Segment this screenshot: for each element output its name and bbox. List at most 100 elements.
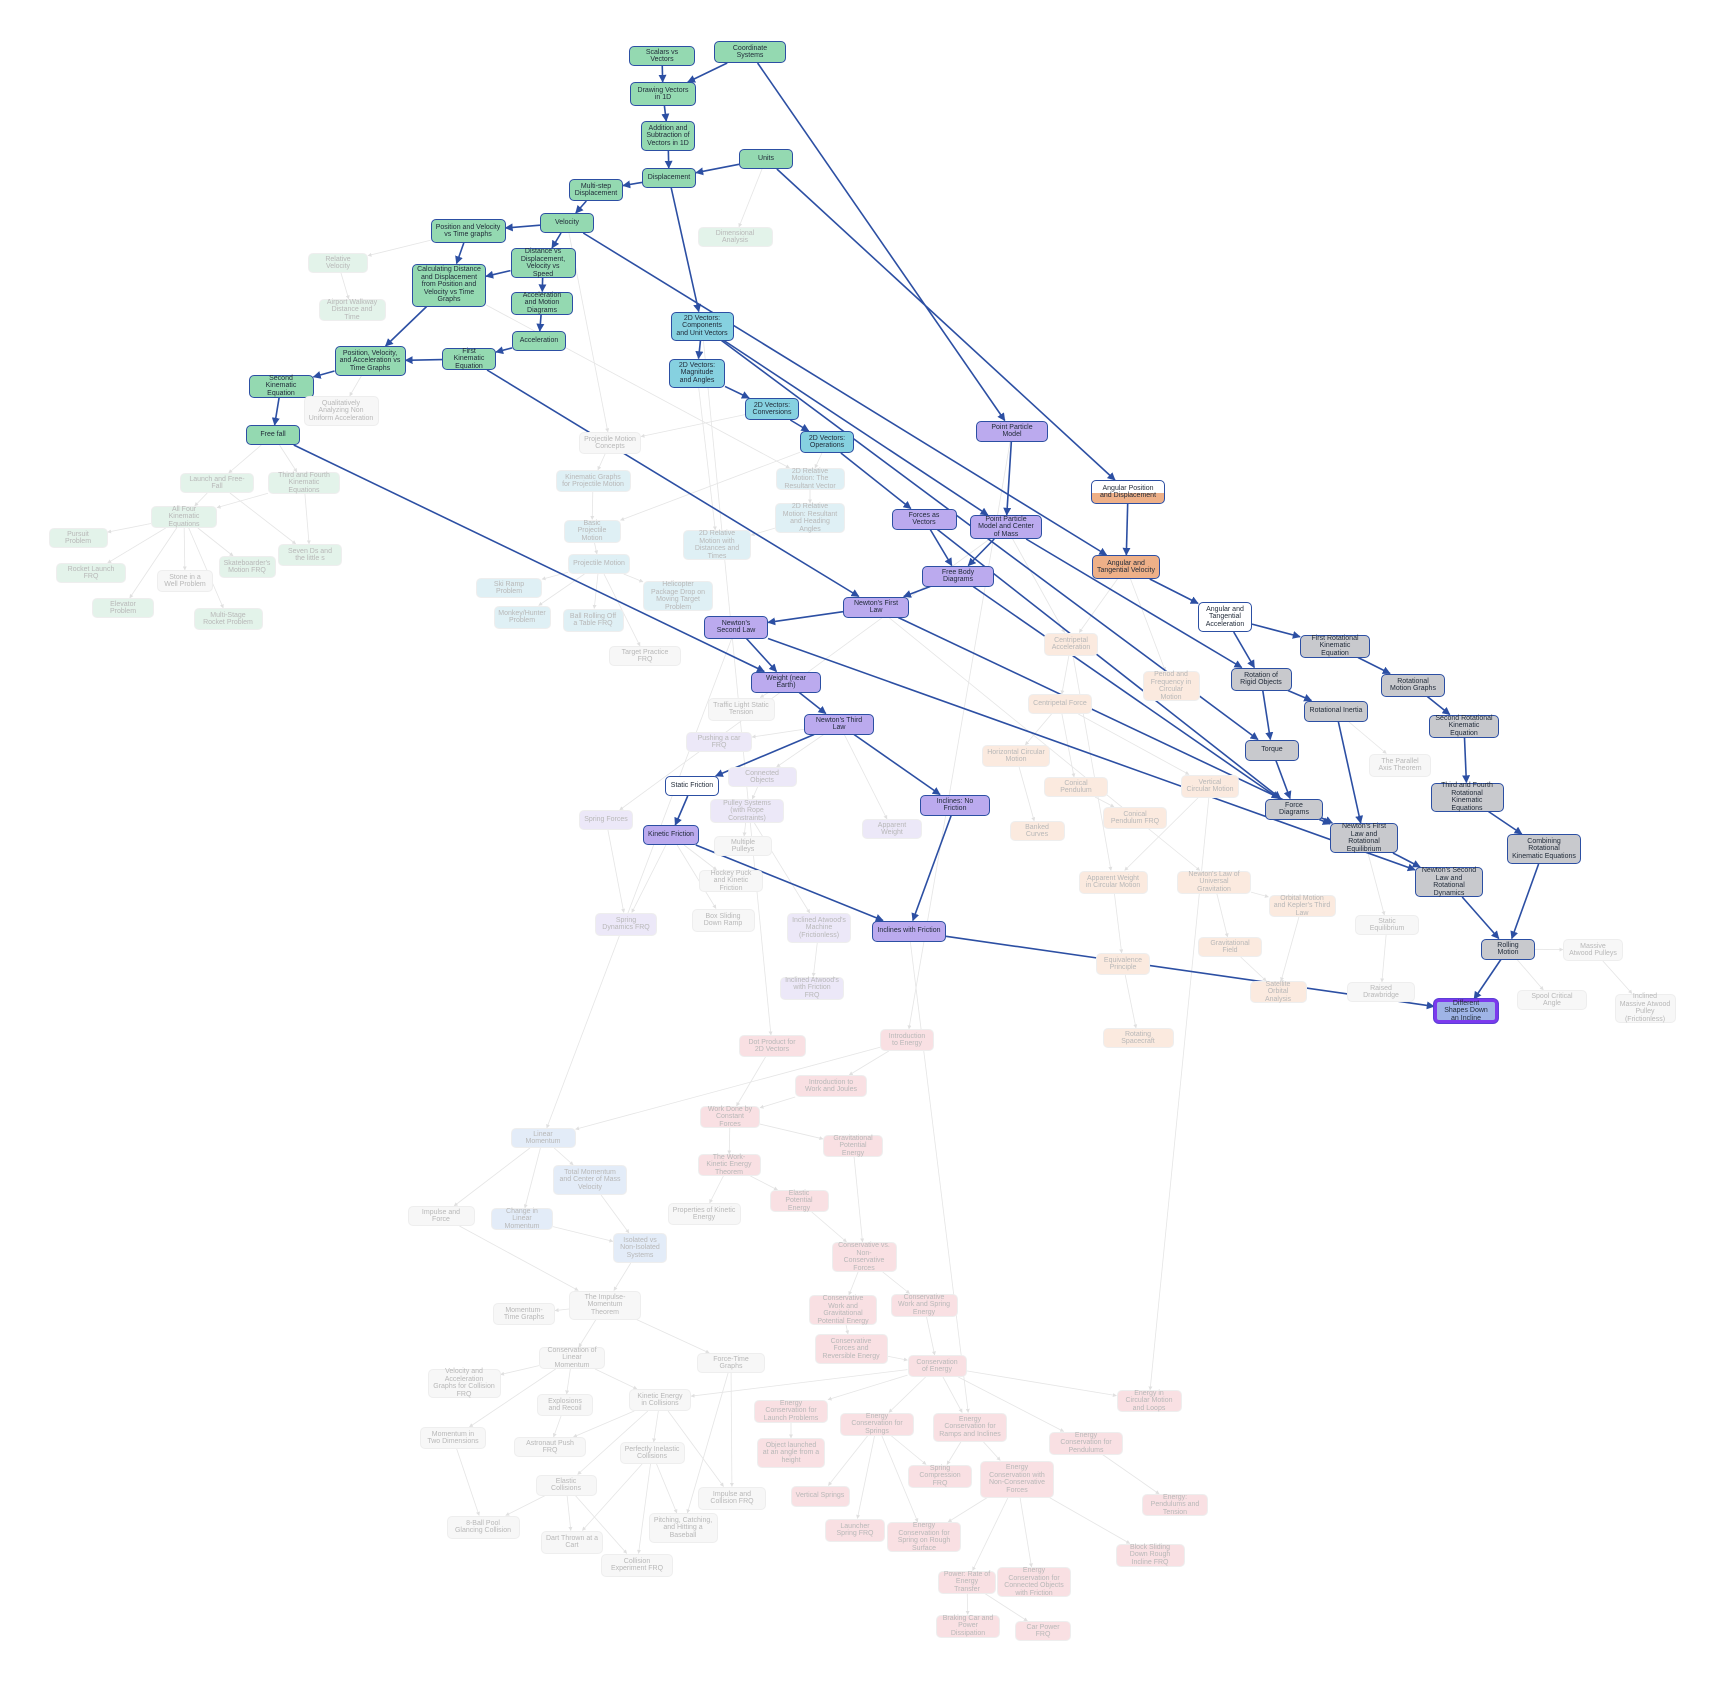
concept-node-sevends[interactable]: Seven Ds and the little s — [278, 544, 342, 566]
concept-node-changemom[interactable]: Change in Linear Momentum — [491, 1208, 553, 1230]
concept-node-inclnofric[interactable]: Inclines: No Friction — [920, 794, 990, 816]
concept-node-parallelaxis[interactable]: The Parallel Axis Theorem — [1369, 753, 1431, 777]
concept-node-ecconnfric[interactable]: Energy Conservation for Connected Object… — [997, 1567, 1071, 1597]
concept-node-impforce[interactable]: Impulse and Force — [407, 1206, 475, 1226]
concept-node-ecircloops[interactable]: Energy in Circular Motion and Loops — [1116, 1390, 1182, 1412]
concept-node-velocity[interactable]: Velocity — [540, 213, 594, 233]
concept-node-springdyn[interactable]: Spring Dynamics FRQ — [595, 912, 657, 936]
concept-node-spool[interactable]: Spool Critical Angle — [1517, 990, 1587, 1010]
concept-node-pushcar[interactable]: Pushing a car FRQ — [686, 732, 752, 752]
concept-node-rotspacecraft[interactable]: Rotating Spacecraft — [1102, 1028, 1174, 1048]
concept-node-weight[interactable]: Weight (near Earth) — [751, 671, 821, 693]
concept-node-vcomp[interactable]: 2D Vectors: Components and Unit Vectors — [670, 311, 734, 341]
concept-node-pursuit[interactable]: Pursuit Problem — [48, 528, 108, 548]
concept-node-combrot[interactable]: Combining Rotational Kinematic Equations — [1507, 834, 1581, 864]
concept-node-projconc[interactable]: Projectile Motion Concepts — [579, 432, 641, 454]
concept-node-drawvec[interactable]: Drawing Vectors in 1D — [630, 82, 696, 106]
concept-node-power[interactable]: Power: Rate of Energy Transfer — [938, 1570, 996, 1594]
concept-node-momtime[interactable]: Momentum-Time Graphs — [493, 1303, 555, 1325]
concept-node-fbd[interactable]: Free Body Diagrams — [922, 565, 994, 587]
concept-node-orbital[interactable]: Orbital Motion and Kepler's Third Law — [1268, 895, 1336, 917]
concept-node-collexp[interactable]: Collision Experiment FRQ — [601, 1553, 673, 1577]
concept-node-inclatwoodfrq[interactable]: Inclined Atwood's with Friction FRQ — [780, 976, 844, 1000]
concept-node-reldist[interactable]: 2D Relative Motion with Distances and Ti… — [683, 530, 751, 560]
concept-node-ppm[interactable]: Point Particle Model — [976, 420, 1048, 442]
concept-node-disp[interactable]: Displacement — [642, 168, 696, 188]
concept-node-addsub[interactable]: Addition and Subtraction of Vectors in 1… — [641, 121, 695, 151]
concept-node-ecramps[interactable]: Energy Conservation for Ramps and Inclin… — [933, 1412, 1007, 1442]
concept-node-vconv[interactable]: 2D Vectors: Conversions — [745, 398, 799, 420]
concept-node-n3[interactable]: Newton's Third Law — [804, 713, 874, 735]
concept-node-linmom[interactable]: Linear Momentum — [510, 1128, 576, 1148]
concept-node-elevator[interactable]: Elevator Problem — [92, 598, 154, 618]
concept-node-conslinmom[interactable]: Conservation of Linear Momentum — [539, 1347, 605, 1369]
concept-node-secondrot[interactable]: Second Rotational Kinematic Equation — [1429, 714, 1499, 738]
concept-node-vertsprings[interactable]: Vertical Springs — [790, 1485, 850, 1507]
concept-node-explosions[interactable]: Explosions and Recoil — [537, 1394, 593, 1416]
concept-node-epe[interactable]: Elastic Potential Energy — [769, 1190, 829, 1212]
concept-node-forcediag[interactable]: Force Diagrams — [1265, 798, 1323, 820]
concept-node-horcirc[interactable]: Horizontal Circular Motion — [982, 745, 1050, 767]
concept-node-airport[interactable]: Airport Walkway Distance and Time — [318, 299, 386, 321]
concept-node-ecnoncons[interactable]: Energy Conservation with Non-Conservativ… — [980, 1460, 1054, 1498]
concept-node-introenergy[interactable]: Introduction to Energy — [880, 1029, 934, 1051]
concept-node-ecroughspring[interactable]: Energy Conservation for Spring on Rough … — [887, 1522, 961, 1552]
concept-node-dotproduct[interactable]: Dot Product for 2D Vectors — [738, 1035, 806, 1057]
concept-node-coord[interactable]: Coordinate Systems — [714, 41, 786, 63]
concept-node-firstrot[interactable]: First Rotational Kinematic Equation — [1300, 634, 1370, 658]
concept-node-vops[interactable]: 2D Vectors: Operations — [800, 431, 854, 453]
concept-node-monkey[interactable]: Monkey/Hunter Problem — [493, 605, 551, 629]
concept-node-rolling[interactable]: Rolling Motion — [1481, 938, 1535, 960]
concept-node-massiveatwood[interactable]: Massive Atwood Pulleys — [1563, 939, 1623, 961]
concept-node-stonewell[interactable]: Stone in a Well Problem — [157, 570, 213, 592]
concept-node-hockey[interactable]: Hockey Puck and Kinetic Friction — [699, 870, 763, 892]
concept-node-staticeq[interactable]: Static Equilibrium — [1355, 915, 1419, 935]
concept-node-units[interactable]: Units — [739, 149, 793, 169]
concept-node-multistep[interactable]: Multi-step Displacement — [569, 179, 623, 201]
concept-node-pitching[interactable]: Pitching, Catching, and Hitting a Baseba… — [648, 1513, 718, 1543]
concept-node-staticfric[interactable]: Static Friction — [665, 776, 719, 796]
concept-node-rocketfrq[interactable]: Rocket Launch FRQ — [56, 563, 126, 583]
concept-node-diffshapes[interactable]: Different Shapes Down an Incline — [1434, 999, 1498, 1023]
concept-node-gravfield[interactable]: Gravitational Field — [1198, 937, 1262, 957]
concept-node-eclaunch[interactable]: Energy Conservation for Launch Problems — [754, 1399, 828, 1423]
concept-node-relhead[interactable]: 2D Relative Motion: Resultant and Headin… — [775, 503, 845, 533]
concept-node-vertcirc[interactable]: Vertical Circular Motion — [1181, 774, 1239, 798]
concept-node-satellite[interactable]: Satellite Orbital Analysis — [1249, 981, 1307, 1003]
concept-node-brakingcar[interactable]: Braking Car and Power Dissipation — [936, 1614, 1000, 1638]
concept-node-centforce[interactable]: Centripetal Force — [1028, 694, 1092, 714]
concept-node-totmom[interactable]: Total Momentum and Center of Mass Veloci… — [553, 1165, 627, 1195]
concept-node-projmotion[interactable]: Projectile Motion — [568, 554, 630, 574]
concept-node-consworkgpe[interactable]: Conservative Work and Gravitational Pote… — [809, 1295, 877, 1325]
concept-node-ppmcom[interactable]: Point Particle Model and Center of Mass — [970, 515, 1042, 539]
concept-node-elastic[interactable]: Elastic Collisions — [535, 1474, 597, 1496]
concept-node-ballroll[interactable]: Ball Rolling Off a Table FRQ — [562, 608, 624, 632]
concept-node-secondkin[interactable]: Second Kinematic Equation — [248, 374, 314, 398]
concept-node-dartcart[interactable]: Dart Thrown at a Cart — [541, 1530, 603, 1554]
concept-node-forcetime[interactable]: Force-Time Graphs — [697, 1353, 765, 1373]
concept-node-consworkspring[interactable]: Conservative Work and Spring Energy — [890, 1293, 958, 1317]
concept-node-nlug[interactable]: Newton's Law of Universal Gravitation — [1177, 870, 1251, 894]
concept-node-keincol[interactable]: Kinetic Energy in Collisions — [629, 1389, 691, 1411]
concept-node-calcdist[interactable]: Calculating Distance and Displacement fr… — [412, 263, 486, 307]
concept-node-allfour[interactable]: All Four Kinematic Equations — [151, 506, 217, 528]
concept-node-n1rot[interactable]: Newton's First Law and Rotational Equili… — [1330, 823, 1398, 853]
concept-node-basicproj[interactable]: Basic Projectile Motion — [563, 519, 621, 543]
concept-node-boxslide[interactable]: Box Sliding Down Ramp — [691, 908, 755, 932]
concept-node-kingraphproj[interactable]: Kinematic Graphs for Projectile Motion — [555, 470, 631, 492]
concept-node-astronaut[interactable]: Astronaut Push FRQ — [514, 1437, 586, 1457]
concept-node-gpe[interactable]: Gravitational Potential Energy — [823, 1135, 883, 1157]
concept-node-objangle[interactable]: Object launched at an angle from a heigh… — [757, 1438, 825, 1468]
concept-node-mom2d[interactable]: Momentum in Two Dimensions — [420, 1427, 486, 1449]
concept-node-consvnon[interactable]: Conservative vs. Non-Conservative Forces — [831, 1242, 897, 1272]
concept-node-springforces[interactable]: Spring Forces — [579, 810, 633, 830]
concept-node-pvagraphs[interactable]: Position, Velocity, and Acceleration vs … — [334, 346, 406, 376]
concept-node-eightball[interactable]: 8-Ball Pool Glancing Collision — [446, 1515, 520, 1539]
concept-node-workconst[interactable]: Work Done by Constant Forces — [700, 1106, 760, 1128]
concept-node-wke[interactable]: The Work-Kinetic Energy Theorem — [697, 1154, 761, 1176]
concept-node-connobj[interactable]: Connected Objects — [727, 767, 797, 787]
concept-node-multipulley[interactable]: Multiple Pulleys — [714, 836, 772, 856]
concept-node-impmomthm[interactable]: The Impulse-Momentum Theorem — [569, 1290, 641, 1320]
concept-node-equivprinc[interactable]: Equivalence Principle — [1096, 953, 1150, 975]
concept-node-angacc[interactable]: Angular and Tangential Acceleration — [1198, 602, 1252, 632]
